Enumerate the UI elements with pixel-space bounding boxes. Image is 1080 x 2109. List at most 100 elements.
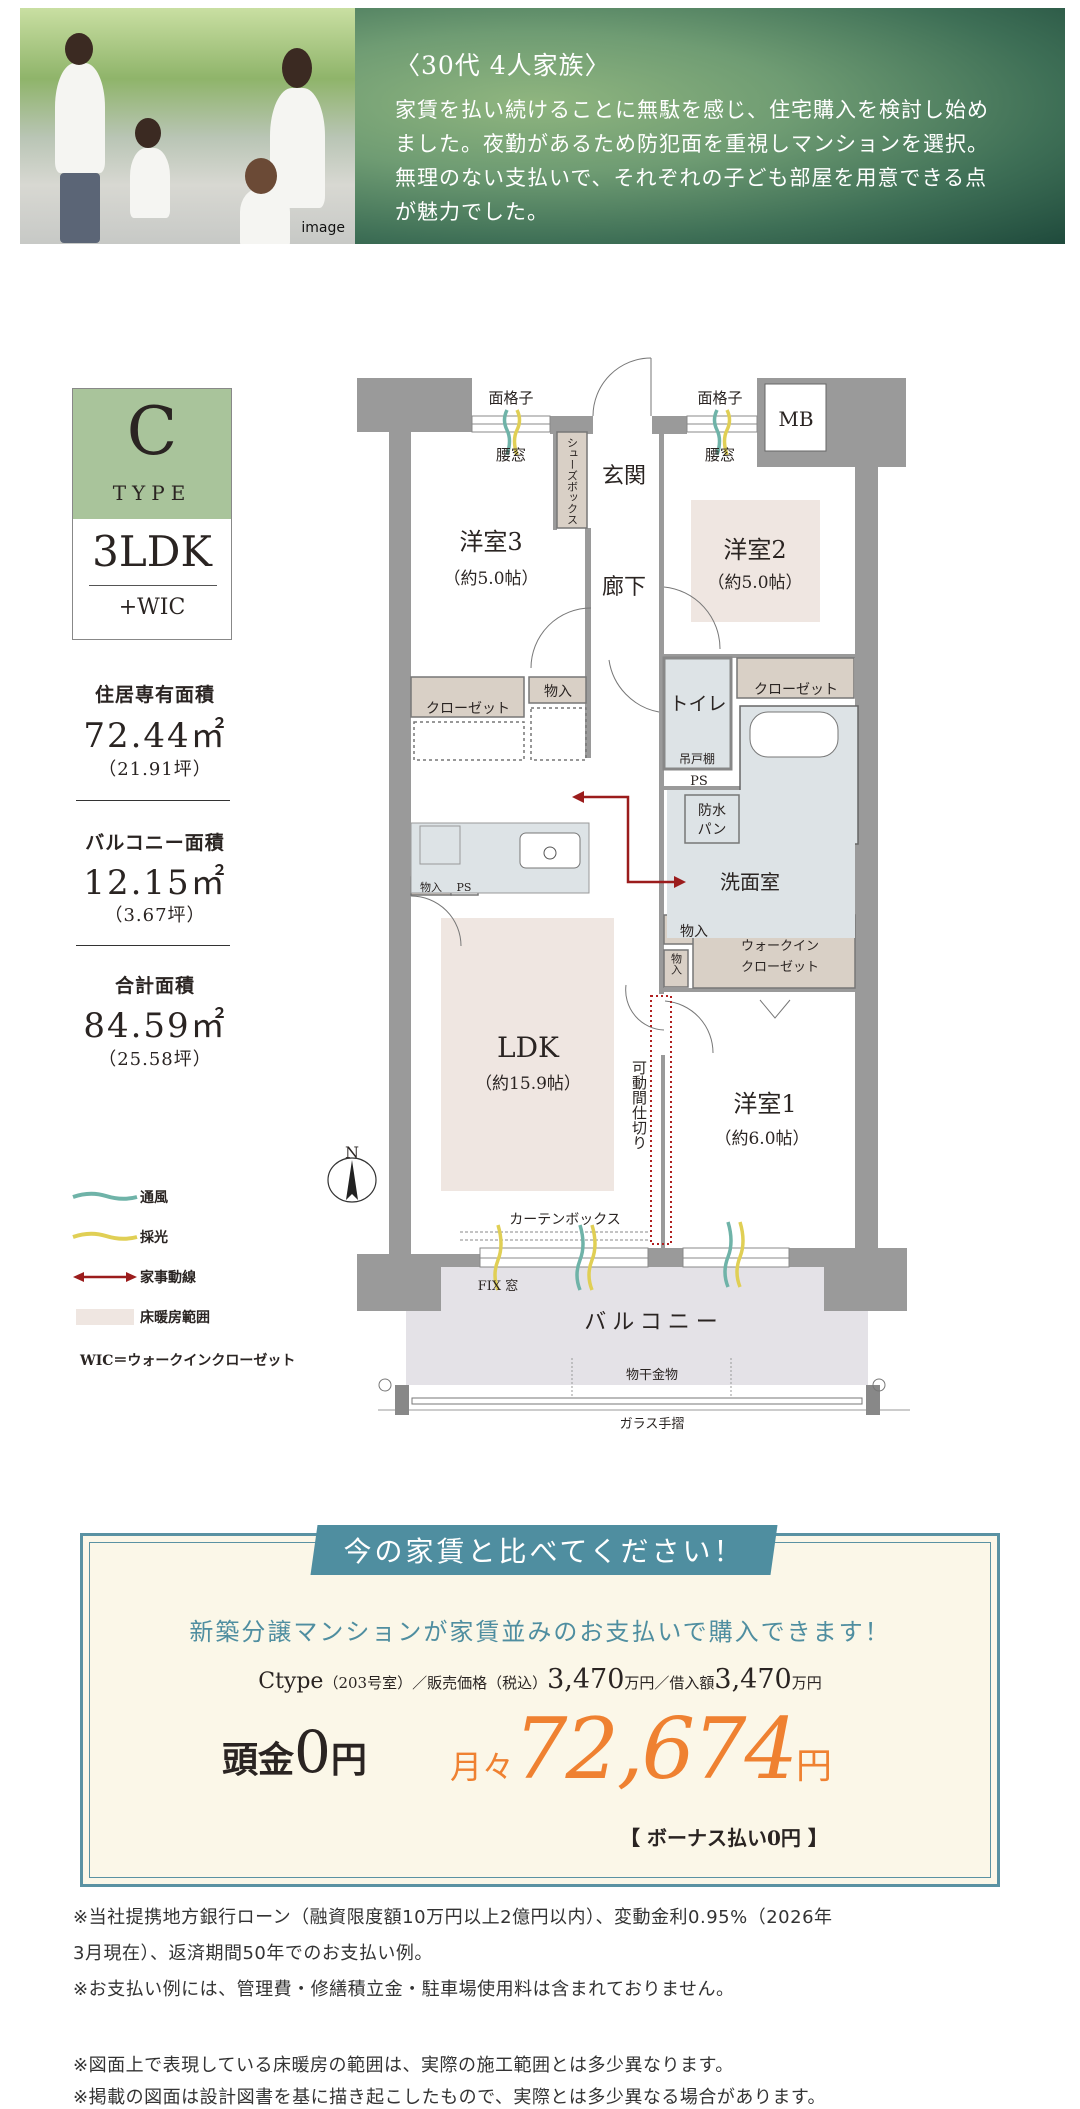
note: ※図面上で表現している床暖房の範囲は、実際の施工範囲とは多少異なります。 — [73, 2055, 734, 2076]
price-subtitle: 新築分譲マンションが家賃並みのお支払いで購入できます！ — [189, 1618, 891, 1646]
legend-label: 採光 — [140, 1230, 168, 1246]
balcony-area — [378, 1267, 910, 1415]
loan-label: 万円／借入額 — [624, 1674, 715, 1692]
glass-railing-label: ガラス手摺 — [620, 1417, 685, 1432]
down-unit: 円 — [330, 1739, 367, 1781]
child-figure — [130, 148, 170, 218]
room-and-price-label: （203号室）／販売価格（税込） — [323, 1674, 548, 1692]
ps-label: PS — [457, 881, 472, 894]
hanging-shelf-label: 吊戸棚 — [679, 751, 715, 766]
corridor-label: 廊下 — [602, 575, 646, 600]
windows — [460, 415, 790, 1268]
meter-box — [764, 383, 827, 452]
type-card: C TYPE 3LDK +WIC — [72, 388, 232, 640]
type-letter: C — [126, 393, 178, 470]
lattice-label: 面格子 — [697, 389, 742, 407]
father-figure — [55, 63, 105, 173]
area-tsubo: （25.58坪） — [98, 1049, 212, 1070]
divider — [76, 945, 230, 946]
loan-amount: 3,470 — [714, 1664, 792, 1695]
note: ※掲載の図面は設計図書を基に描き起こしたもので、実際とは多少異なる場合があります… — [73, 2087, 827, 2108]
child2-head — [245, 158, 277, 194]
waist-window-label: 腰窓 — [496, 446, 526, 464]
legend-label: 床暖房範囲 — [140, 1310, 210, 1326]
room2-name: 洋室2 — [723, 536, 786, 564]
floor-heating-room2 — [691, 500, 820, 622]
fix-window-label: FIX 窓 — [478, 1278, 519, 1294]
curtain-box-label: カーテンボックス — [509, 1212, 621, 1228]
down-payment: 頭金0円 — [222, 1718, 367, 1786]
down-label: 頭金 — [222, 1739, 295, 1781]
movable-partition-label: 可動間仕切り — [630, 1060, 648, 1150]
monthly-value: 72,674 — [514, 1700, 798, 1798]
mother-figure — [270, 88, 325, 208]
father-legs — [60, 173, 100, 243]
bonus-label: 【 ボーナス払い0円 】 — [620, 1826, 828, 1850]
stove-icon — [419, 825, 461, 865]
movable-partition — [650, 995, 672, 1245]
ventilation-legend-icon — [72, 1191, 138, 1201]
floor-plan: N MB — [327, 357, 910, 1432]
sale-price: 3,470 — [547, 1664, 625, 1695]
room1-size: （約6.0帖） — [714, 1129, 809, 1149]
closet-label: クローゼット — [754, 682, 838, 698]
lattice-label: 面格子 — [488, 389, 533, 407]
price-comparison-box — [80, 1533, 1000, 1887]
storage-label: 物入 — [670, 952, 683, 975]
family-photo: image — [20, 8, 355, 244]
testimonial-line: 無理のない支払いで、それぞれの子ども部屋を用意できる点 — [395, 166, 988, 190]
room3-name: 洋室3 — [459, 528, 522, 556]
drying-hardware-label: 物干金物 — [626, 1367, 678, 1383]
housework-route-legend-icon — [73, 1272, 137, 1282]
area-value: 12.15㎡ — [83, 863, 227, 903]
testimonial-panel: 〈30代 4人家族〉 家賃を払い続けることに無駄を感じ、住宅購入を検討し始め ま… — [355, 8, 1065, 244]
bathtub-icon — [749, 711, 839, 758]
shoe-box-label: シューズボックス — [566, 437, 579, 525]
waterproof-pan-label: パン — [698, 822, 727, 838]
layout-label: 3LDK — [92, 527, 212, 576]
testimonial-title: 〈30代 4人家族〉 — [395, 51, 611, 80]
type-header: C TYPE — [73, 389, 231, 519]
floor-heating-ldk — [441, 918, 614, 1191]
child2-figure — [240, 188, 290, 244]
room3-size: （約5.0帖） — [443, 569, 538, 589]
price-tab-label: 今の家賃と比べてください！ — [343, 1535, 745, 1568]
child-head — [135, 118, 161, 148]
monthly-label: 月々 — [450, 1748, 515, 1786]
area-value: 84.59㎡ — [83, 1006, 227, 1046]
area-label: 住居専有面積 — [94, 684, 215, 706]
airflow-indicators — [493, 409, 745, 1291]
legend-label: 通風 — [140, 1190, 168, 1206]
note: ※お支払い例には、管理費・修繕積立金・駐車場使用料は含まれておりません。 — [73, 1979, 735, 2000]
father-head — [65, 33, 93, 65]
ldk-size: （約15.9帖） — [475, 1074, 581, 1094]
room1-name: 洋室1 — [733, 1090, 796, 1118]
compass-north: N — [345, 1143, 359, 1162]
legend-label: 家事動線 — [140, 1270, 196, 1286]
room-labels: 面格子 腰窓 面格子 腰窓 シューズボックス 玄関 廊下 洋室3 （約5.0帖）… — [420, 389, 838, 1432]
sink-icon — [519, 832, 581, 869]
balcony-label: バルコニー — [584, 1310, 724, 1335]
storage-label: 物入 — [544, 684, 572, 700]
entrance-label: 玄関 — [602, 464, 646, 489]
housework-route-arrow — [572, 791, 686, 888]
washroom-label: 洗面室 — [720, 870, 780, 894]
storage-label: 物入 — [420, 880, 442, 894]
testimonial-line: が魅力でした。 — [395, 200, 549, 224]
closet-label: クローゼット — [426, 701, 510, 717]
wic-label: ウォークイン — [741, 939, 819, 954]
room2-size: （約5.0帖） — [707, 573, 802, 593]
type-divider — [89, 585, 217, 586]
wet-areas — [410, 656, 859, 938]
mother-head — [282, 48, 312, 88]
area-tsubo: （3.67坪） — [104, 905, 206, 926]
doors — [410, 357, 791, 1054]
area-value: 72.44㎡ — [83, 716, 227, 756]
note: 3月現在）、返済期間50年でのお支払い例。 — [73, 1943, 433, 1964]
storage-label: 物入 — [680, 924, 708, 940]
divider — [76, 800, 230, 801]
waterproof-pan-label: 防水 — [698, 803, 726, 819]
area-tsubo: （21.91坪） — [98, 759, 212, 780]
mb-label: MB — [778, 407, 813, 431]
ldk-name: LDK — [497, 1031, 560, 1064]
